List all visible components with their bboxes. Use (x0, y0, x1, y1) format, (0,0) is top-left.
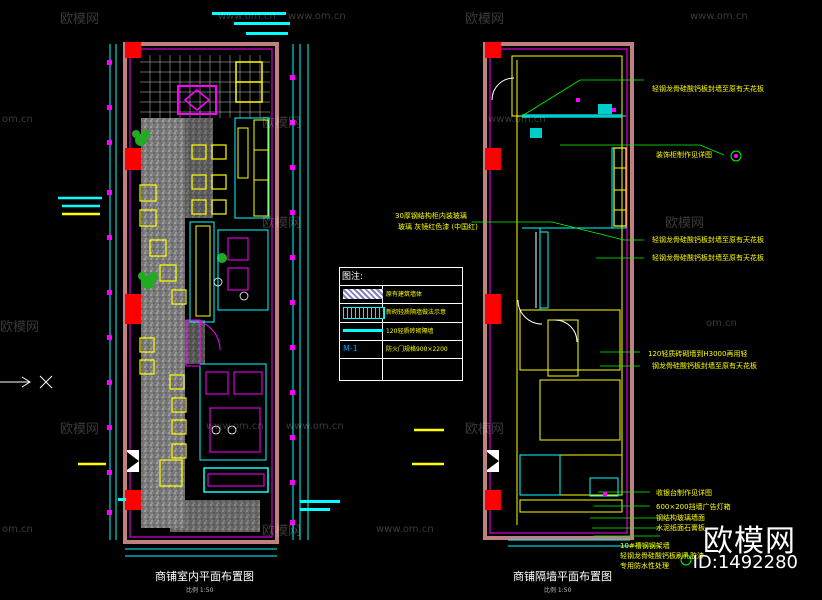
right-plan-scale: 比例 1:50 (544, 587, 572, 594)
watermark-brand: 欧模网 (262, 524, 302, 539)
right-leader-lines (472, 79, 725, 547)
annotation: 水泥纸面石膏板 (656, 524, 705, 532)
annotation: 600×200挡墙广告灯箱 (656, 503, 731, 511)
legend-label: 防火门规格900×2200 (386, 346, 448, 353)
brand-logo: 欧模网 (703, 524, 796, 559)
annotation: 10#槽钢钢架墙 (620, 542, 670, 550)
annotation: 装饰柜制作见详图 (656, 151, 712, 159)
left-leaders-top (212, 12, 290, 35)
legend-row: 原有建筑墙体 (340, 285, 462, 303)
legend-row: 120轻质砖砌隔墙 (340, 322, 462, 340)
right-brick-hatch (522, 104, 622, 138)
left-outer-wall (123, 42, 279, 544)
left-plants (132, 130, 227, 289)
left-fixture (177, 85, 217, 115)
watermark-url: om.cn (2, 114, 33, 125)
annotation: 轻钢龙骨硅酸钙板封墙至原有天花板 (652, 254, 764, 262)
left-dimension-ticks (107, 60, 295, 525)
left-columns (125, 42, 141, 510)
annotation: 专用防水性处理 (620, 562, 669, 570)
watermark-brand: 欧模网 (60, 12, 100, 27)
legend-row-empty (340, 358, 462, 380)
annotation: 30厚钢结构柜内装玻璃 (395, 212, 467, 220)
left-plan-scale: 比例 1:50 (186, 587, 214, 594)
watermark-url: om.cn (2, 524, 33, 535)
annotation: 钢结构玻璃墙面 (656, 514, 705, 522)
annotation: 玻璃 灰镜红色漆 (中国红) (398, 223, 478, 231)
watermark-url: www.om.cn (690, 11, 748, 22)
left-seating (139, 144, 227, 487)
annotation: 轻钢龙骨硅酸钙板封墙至原有天花板 (652, 236, 764, 244)
watermark-brand: 欧模网 (465, 12, 505, 27)
brand-id: ID:1492280 (692, 552, 798, 573)
watermark-brand: 欧模网 (0, 320, 40, 335)
legend-row: 新砌轻质隔墙做法示意 (340, 303, 462, 322)
legend-label: 120轻质砖砌隔墙 (386, 328, 434, 335)
section-arrow (0, 375, 53, 389)
legend-row: M-1 防火门规格900×2200 (340, 340, 462, 358)
legend-title: 图注: (342, 272, 364, 282)
right-partition-plan (412, 42, 742, 566)
right-outer-wall (483, 42, 634, 540)
left-plan-title: 商铺室内平面布置图 (155, 570, 254, 583)
legend: 图注: 原有建筑墙体 新砌轻质隔墙做法示意 120轻质砖砌隔墙 M-1 防火门规… (339, 267, 463, 381)
watermark-brand: 欧模网 (262, 216, 302, 231)
watermark-brand: 欧模网 (262, 116, 302, 131)
watermark-brand: 欧模网 (465, 422, 505, 437)
left-floor-plan (0, 12, 340, 557)
legend-swatch-partition (343, 307, 385, 319)
right-partitions (511, 55, 623, 525)
annotation: 轻钢龙骨硅酸钙板封墙至原有天花板 (652, 85, 764, 93)
right-plan-title: 商铺隔墙平面布置图 (513, 570, 612, 583)
watermark-url: www.om.cn (376, 524, 434, 535)
legend-label: 原有建筑墙体 (386, 291, 423, 298)
watermark-url: www.om.cn (488, 114, 546, 125)
legend-door-code: M-1 (343, 344, 358, 353)
watermark-url: om.cn (706, 318, 737, 329)
legend-swatch-brick (343, 329, 383, 332)
left-corridor-fill (141, 118, 185, 528)
annotation: 收银台制作见详图 (656, 489, 712, 497)
legend-label: 新砌轻质隔墙做法示意 (386, 309, 447, 316)
right-door-marks (412, 428, 444, 466)
watermark-url: www.om.cn (286, 421, 344, 432)
annotation: 120轻质砖砌墙到H3000再用轻 (648, 350, 748, 358)
annotation: 轻钢龙骨硅酸钙板刷乳胶漆 (620, 552, 704, 560)
annotation: 钢龙骨硅酸钙板封墙至原有天花板 (652, 362, 757, 370)
watermark-brand: 欧模网 (60, 422, 100, 437)
right-columns (485, 42, 501, 510)
watermark-url: www.om.cn (218, 11, 276, 22)
watermark-url: www.om.cn (206, 421, 264, 432)
legend-swatch-wall (343, 289, 383, 299)
watermark-url: www.om.cn (288, 11, 346, 22)
watermark-brand: 欧模网 (665, 216, 705, 231)
left-leaders-right (118, 498, 340, 511)
left-door-marks (62, 212, 106, 466)
